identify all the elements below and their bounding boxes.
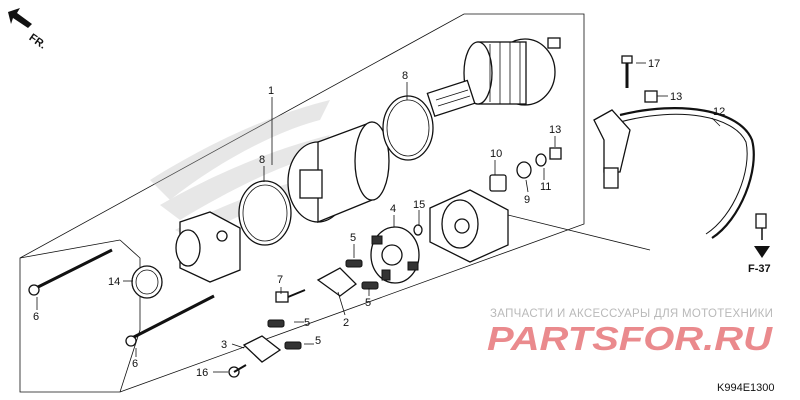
terminal-bolt [275,289,306,303]
o-ring-upper [382,95,434,161]
callout-6a: 6 [33,311,39,323]
ref-label: F-37 [748,263,771,275]
nut-13-lower [549,147,562,160]
callout-8b: 8 [259,154,265,166]
callout-6b: 6 [132,358,138,370]
callout-5a: 5 [350,232,356,244]
callout-8a: 8 [402,70,408,82]
callout-5d: 5 [315,335,321,347]
callout-4: 4 [390,203,396,215]
screw-16 [228,364,247,378]
o-ring-lower [238,180,292,246]
leader-lines [36,62,721,373]
callout-1: 1 [268,85,274,97]
callout-12: 12 [713,106,725,118]
direction-label: FR. [27,32,48,52]
rear-cover [429,189,509,263]
starter-cable [593,107,755,239]
watermark-top: ЗАПЧАСТИ И АКСЕССУАРЫ ДЛЯ МОТОТЕХНИКИ [490,308,773,320]
callouts: 1 2 3 4 5 5 5 5 6 6 7 8 8 9 10 11 12 13 … [33,58,725,379]
washer-15 [413,224,423,236]
f37-reference: F-37 [748,246,771,275]
callout-10: 10 [490,148,502,160]
callout-13a: 13 [670,91,682,103]
callout-5b: 5 [365,297,371,309]
brush-lower [242,335,282,363]
callout-14: 14 [108,276,120,288]
springs [267,259,379,350]
callout-16: 16 [196,367,208,379]
washer-11 [535,153,547,167]
callout-2: 2 [343,317,349,329]
o-ring-small [131,265,163,299]
front-cover [175,211,241,283]
callout-17: 17 [648,58,660,70]
clip-f37 [755,213,767,240]
washer-9 [516,161,532,179]
armature [426,37,561,118]
motor-case [287,121,390,223]
long-bolt-upper [28,248,113,296]
watermark-brand: PARTSFOR.RU [487,320,773,357]
bolt-17 [621,55,633,88]
callout-3: 3 [221,339,227,351]
brush-plate [316,267,357,297]
long-bolt-lower [125,294,215,347]
callout-5c: 5 [304,317,310,329]
callout-9: 9 [524,194,530,206]
brush-holder [370,226,420,284]
callout-13b: 13 [549,124,561,136]
diagram-code: K994E1300 [717,382,775,394]
callout-15: 15 [413,199,425,211]
callout-7: 7 [277,274,283,286]
nut-13-upper [644,90,658,103]
front-direction-arrow-icon [8,8,32,28]
callout-11: 11 [540,181,551,193]
terminal-nut-10 [489,174,507,192]
